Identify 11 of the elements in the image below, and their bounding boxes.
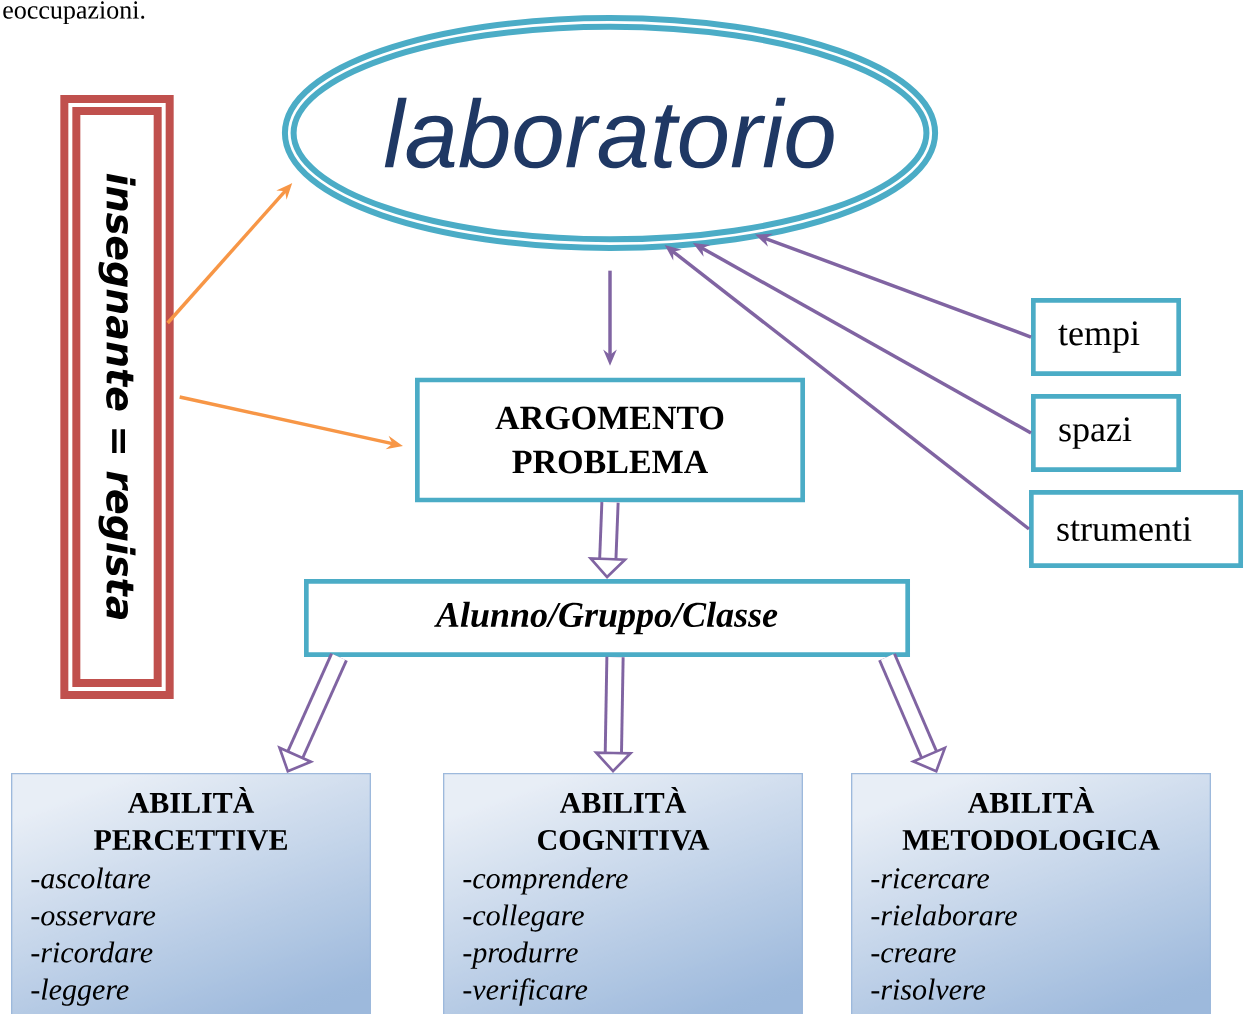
skill-box: ABILITÀ COGNITIVA -comprendere -collegare -produrre -verificare: [443, 773, 803, 1014]
resource-box: spazi: [1031, 394, 1181, 472]
skill-box: ABILITÀ METODOLOGICA -ricercare -rielaborare -creare -risolvere: [851, 773, 1211, 1014]
arrow: [878, 653, 948, 773]
resource-box: strumenti: [1029, 490, 1243, 568]
role-box: insegnante = regista: [60, 95, 174, 699]
process-box: Alunno/Gruppo/Classe: [304, 579, 910, 657]
resource-box: tempi: [1031, 298, 1181, 376]
process-box: ARGOMENTO PROBLEMA: [415, 377, 805, 503]
skill-box: ABILITÀ PERCETTIVE -ascoltare -osservare -ricordare -leggere: [11, 773, 371, 1014]
note-text: eoccupazioni.: [3, 1, 145, 25]
